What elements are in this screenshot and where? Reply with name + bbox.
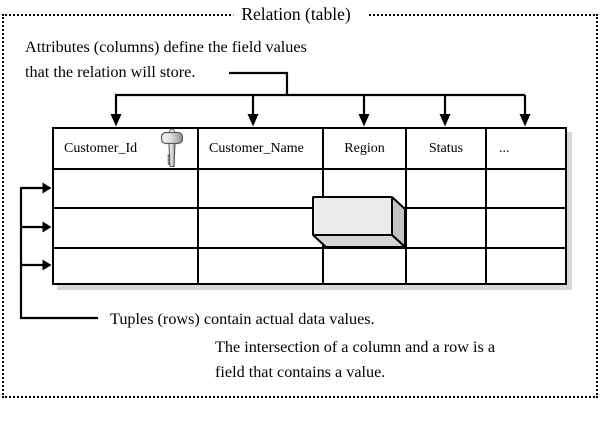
table-cell <box>322 247 407 285</box>
table-cell <box>52 168 199 209</box>
table-row <box>52 168 567 209</box>
intersection-annotation-line1: The intersection of a column and a row i… <box>215 338 496 356</box>
table-cell <box>405 247 487 285</box>
column-header-customer-id: Customer_Id <box>52 127 199 170</box>
tuples-annotation: Tuples (rows) contain actual data values… <box>110 310 375 328</box>
attributes-annotation-line2: that the relation will store. <box>25 63 196 81</box>
diagram-title: Relation (table) <box>233 4 369 25</box>
table-cell <box>197 168 324 209</box>
relation-table: Customer_Id <box>52 127 567 285</box>
table-cell <box>52 247 199 285</box>
column-header-status: Status <box>405 127 487 170</box>
attributes-annotation: Attributes (columns) define the field va… <box>25 35 307 85</box>
key-icon <box>160 128 184 168</box>
table-cell <box>197 247 324 285</box>
table-cell <box>52 207 199 249</box>
table-cell <box>197 207 324 249</box>
header-row: Customer_Id <box>52 127 567 170</box>
column-header-more: ... <box>485 127 567 170</box>
table-row <box>52 207 567 249</box>
table-cell <box>485 168 567 209</box>
table-cell <box>322 207 407 249</box>
table-cell <box>485 207 567 249</box>
table-cell <box>485 247 567 285</box>
table-row <box>52 247 567 285</box>
table-cell <box>405 168 487 209</box>
table-cell <box>322 168 407 209</box>
column-header-region: Region <box>322 127 407 170</box>
column-header-label: Customer_Id <box>64 140 138 156</box>
table-cell <box>405 207 487 249</box>
column-header-customer-name: Customer_Name <box>197 127 324 170</box>
intersection-annotation: The intersection of a column and a row i… <box>215 335 495 384</box>
attributes-annotation-line1: Attributes (columns) define the field va… <box>25 38 307 56</box>
intersection-annotation-line2: field that contains a value. <box>215 362 386 381</box>
